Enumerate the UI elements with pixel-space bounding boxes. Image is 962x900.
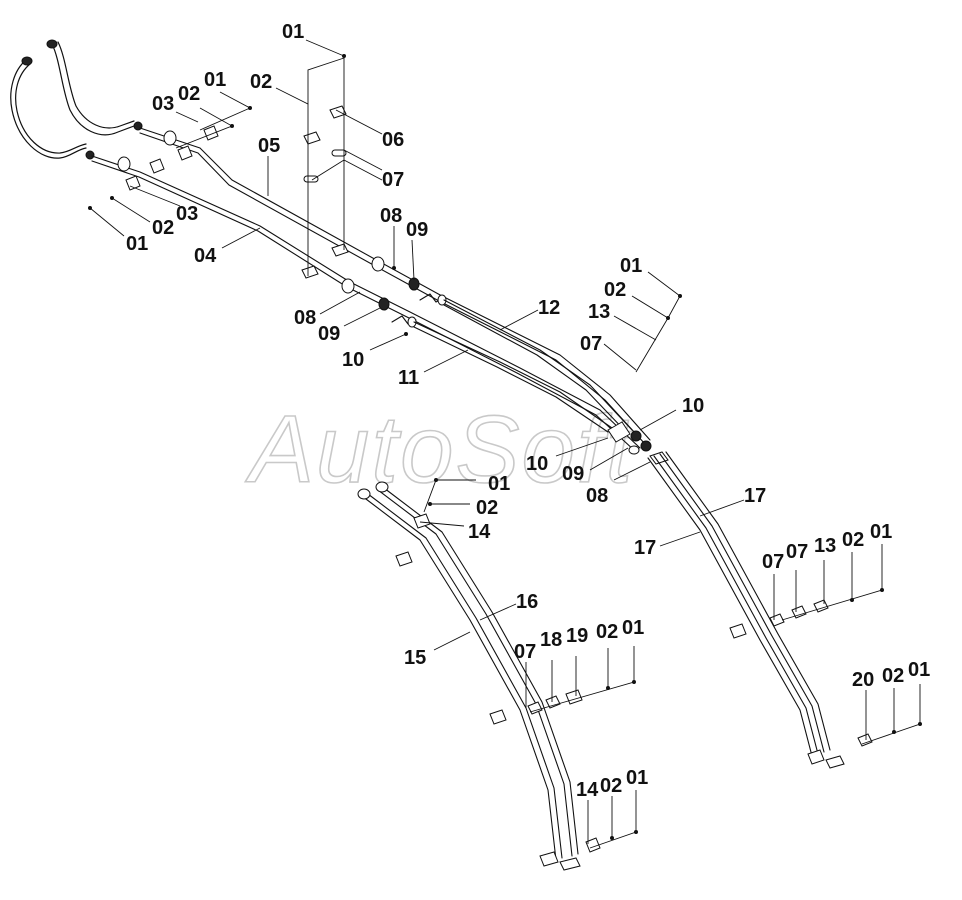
label-02: 02 <box>596 621 618 643</box>
hose-fitting <box>85 150 95 160</box>
label-14: 14 <box>468 521 491 543</box>
hose-end-fitting <box>21 56 33 66</box>
label-08: 08 <box>380 205 402 227</box>
label-01: 01 <box>282 21 304 43</box>
label-01: 01 <box>908 659 930 681</box>
pipe-11 <box>413 321 613 433</box>
label-07: 07 <box>580 333 602 355</box>
label-02: 02 <box>250 71 272 93</box>
watermark: AutoSoft <box>245 396 636 503</box>
label-13: 13 <box>814 535 836 557</box>
leader-dots <box>88 54 922 840</box>
label-02: 02 <box>604 279 626 301</box>
label-09: 09 <box>562 463 584 485</box>
label-02: 02 <box>178 83 200 105</box>
label-08: 08 <box>586 485 608 507</box>
pipe-12 <box>443 299 633 435</box>
label-01: 01 <box>488 473 510 495</box>
label-09: 09 <box>406 219 428 241</box>
label-18: 18 <box>540 629 562 651</box>
label-08: 08 <box>294 307 316 329</box>
label-20: 20 <box>852 669 874 691</box>
label-03: 03 <box>152 93 174 115</box>
label-05: 05 <box>258 135 280 157</box>
label-02: 02 <box>152 217 174 239</box>
junction-cluster <box>607 421 669 465</box>
label-07: 07 <box>514 641 536 663</box>
label-10: 10 <box>526 453 548 475</box>
label-01: 01 <box>870 521 892 543</box>
label-02: 02 <box>882 665 904 687</box>
label-03: 03 <box>176 203 198 225</box>
label-07: 07 <box>762 551 784 573</box>
label-17: 17 <box>744 485 766 507</box>
leader-lines <box>89 39 921 849</box>
label-10: 10 <box>682 395 704 417</box>
label-01: 01 <box>126 233 148 255</box>
label-19: 19 <box>566 625 588 647</box>
upper-clamps <box>117 105 447 328</box>
label-01: 01 <box>620 255 642 277</box>
label-17: 17 <box>634 537 656 559</box>
label-01: 01 <box>204 69 226 91</box>
label-12: 12 <box>538 297 560 319</box>
label-02: 02 <box>476 497 498 519</box>
part-labels: 01 02 06 07 01 02 03 05 03 02 01 04 08 0… <box>126 21 930 801</box>
label-10: 10 <box>342 349 364 371</box>
label-01: 01 <box>622 617 644 639</box>
pipe-15-16 <box>357 481 601 871</box>
label-07: 07 <box>786 541 808 563</box>
label-15: 15 <box>404 647 426 669</box>
label-13: 13 <box>588 301 610 323</box>
label-14: 14 <box>576 779 599 801</box>
label-07: 07 <box>382 169 404 191</box>
label-06: 06 <box>382 129 404 151</box>
label-01: 01 <box>626 767 648 789</box>
label-04: 04 <box>194 245 217 267</box>
flexible-hoses <box>10 39 143 160</box>
label-02: 02 <box>600 775 622 797</box>
label-09: 09 <box>318 323 340 345</box>
label-02: 02 <box>842 529 864 551</box>
label-11: 11 <box>398 367 419 389</box>
label-16: 16 <box>516 591 538 613</box>
hose-end-fitting <box>46 39 58 49</box>
